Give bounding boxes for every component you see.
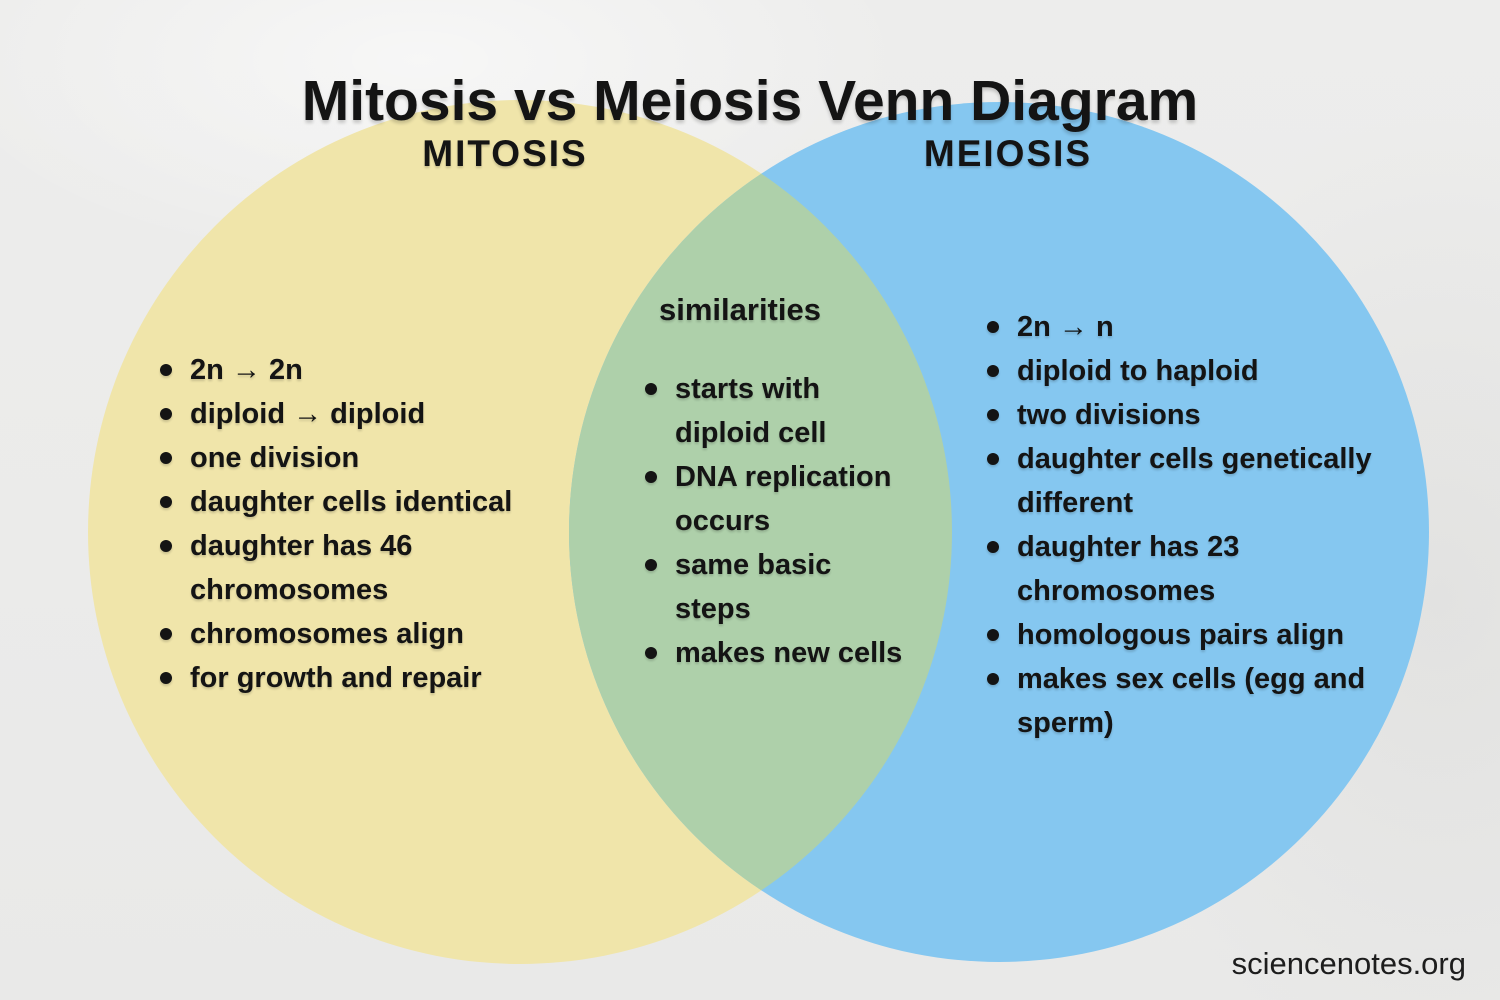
similarities-label: similarities — [659, 292, 821, 327]
list-item: daughter has 46 chromosomes — [152, 524, 632, 612]
mitosis-label: MITOSIS — [422, 133, 588, 174]
watermark: sciencenotes.org — [1231, 946, 1466, 981]
list-item: chromosomes align — [152, 612, 632, 656]
list-item: for growth and repair — [152, 656, 632, 700]
list-item: 2n → n — [979, 305, 1449, 349]
list-item: same basic steps — [637, 543, 937, 631]
overlap-region — [569, 102, 952, 962]
list-item: two divisions — [979, 393, 1449, 437]
list-item: daughter cells genetically different — [979, 437, 1449, 525]
list-item: daughter has 23 chromosomes — [979, 525, 1449, 613]
list-item: starts with diploid cell — [637, 367, 937, 455]
list-item: makes new cells — [637, 631, 937, 675]
list-item: homologous pairs align — [979, 613, 1449, 657]
page-title: Mitosis vs Meiosis Venn Diagram — [301, 69, 1199, 134]
list-item: makes sex cells (egg and sperm) — [979, 657, 1449, 745]
list-item: 2n → 2n — [152, 348, 632, 392]
list-item: DNA replication occurs — [637, 455, 937, 543]
list-item: daughter cells identical — [152, 480, 632, 524]
list-item: diploid → diploid — [152, 392, 632, 436]
list-item: one division — [152, 436, 632, 480]
meiosis-label: MEIOSIS — [923, 133, 1093, 174]
list-item: diploid to haploid — [979, 349, 1449, 393]
